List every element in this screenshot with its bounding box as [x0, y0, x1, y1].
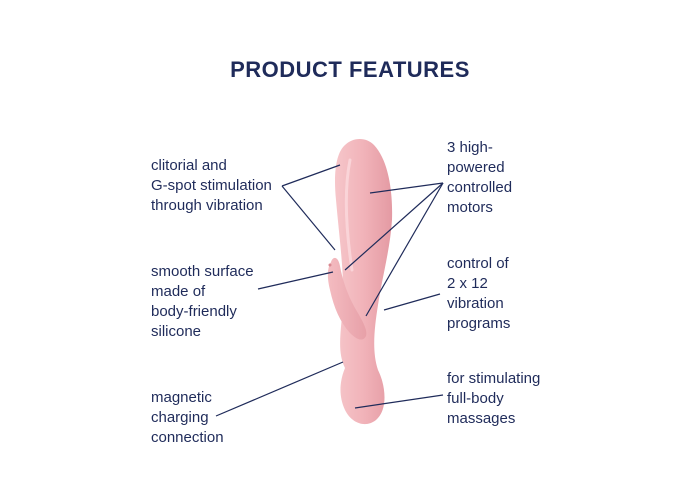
callout-motor-1 [369, 182, 444, 194]
feature-stimulation-line: through vibration [151, 197, 263, 214]
feature-motors-line: powered [447, 159, 505, 176]
callout-motor-2 [344, 182, 444, 271]
callout-programs [383, 293, 441, 311]
feature-massages: for stimulating full-body massages [447, 369, 540, 429]
feature-stimulation: clitorial and G-spot stimulation through… [151, 156, 272, 216]
feature-massages-line: massages [447, 410, 516, 427]
callout-surface [257, 271, 334, 290]
feature-programs-line: vibration [447, 295, 504, 312]
callout-motor-3 [365, 182, 444, 317]
feature-charging-line: connection [151, 429, 224, 446]
page-title: PRODUCT FEATURES [230, 57, 470, 82]
feature-motors-line: controlled [447, 179, 513, 196]
feature-programs-line: 2 x 12 [447, 275, 488, 292]
callout-charging [215, 361, 344, 417]
feature-surface: smooth surface made of body-friendly sil… [151, 262, 254, 342]
feature-massages-line: full-body [447, 390, 504, 407]
vibrator-body [335, 138, 393, 425]
feature-stimulation-line: G-spot stimulation [151, 177, 272, 194]
feature-motors: 3 high- powered controlled motors [447, 138, 512, 218]
feature-motors-line: 3 high- [447, 139, 493, 156]
callout-stim-gspot [281, 164, 341, 187]
feature-motors-line: motors [447, 199, 493, 216]
feature-surface-line: silicone [151, 323, 202, 340]
feature-surface-line: body-friendly [151, 303, 237, 320]
feature-programs-line: programs [447, 315, 511, 332]
feature-programs: control of 2 x 12 vibration programs [447, 254, 510, 334]
feature-charging: magnetic charging connection [151, 388, 224, 448]
feature-surface-line: smooth surface [151, 263, 254, 280]
feature-charging-line: magnetic [151, 389, 212, 406]
feature-surface-line: made of [151, 283, 206, 300]
feature-stimulation-line: clitorial and [151, 157, 227, 174]
feature-programs-line: control of [447, 255, 509, 272]
callout-lines [215, 164, 444, 417]
feature-charging-line: charging [151, 409, 209, 426]
feature-massages-line: for stimulating [447, 370, 541, 387]
clitoral-arm [327, 257, 367, 340]
callout-stim-clit [281, 185, 336, 251]
callout-massages [354, 394, 444, 409]
